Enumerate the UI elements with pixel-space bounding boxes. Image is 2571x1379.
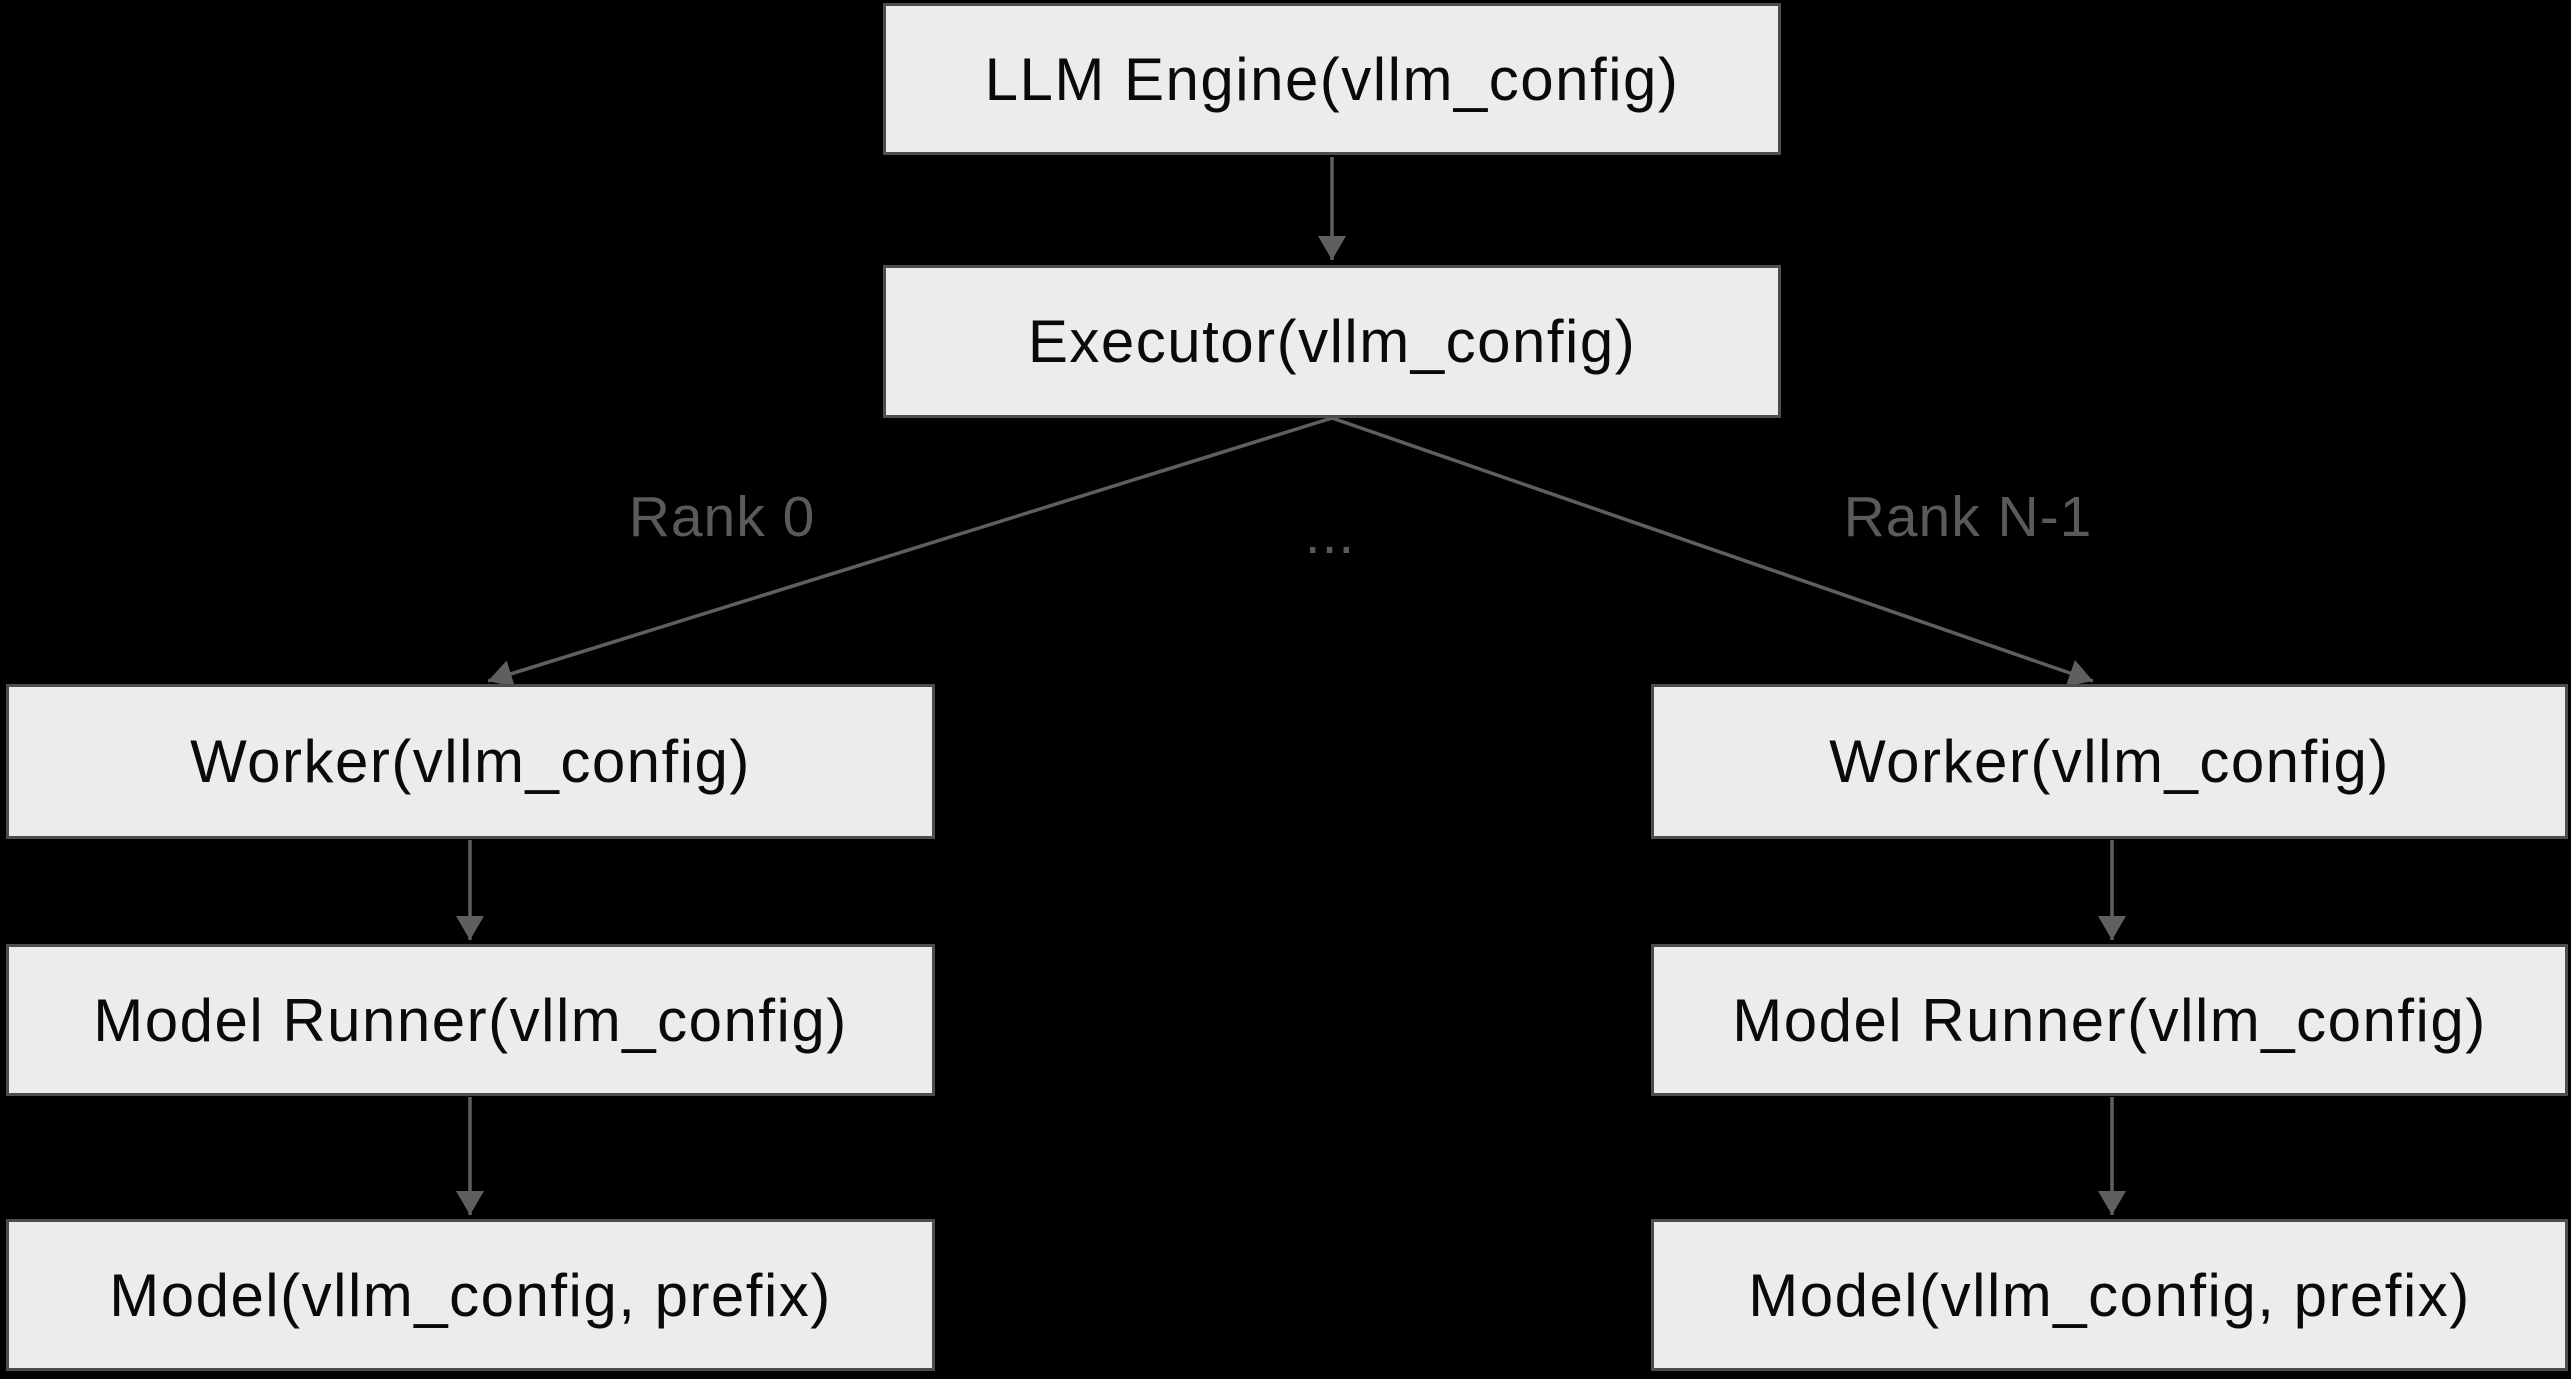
node-model-rankn: Model(vllm_config, prefix) xyxy=(1651,1219,2568,1371)
node-llm-engine: LLM Engine(vllm_config) xyxy=(883,3,1781,155)
node-worker-rank0-label: Worker(vllm_config) xyxy=(190,728,751,795)
node-worker-rankn: Worker(vllm_config) xyxy=(1651,684,2568,839)
node-worker-rankn-label: Worker(vllm_config) xyxy=(1829,728,2390,795)
edge-label-ellipsis: ... xyxy=(1304,502,1356,566)
node-worker-rank0: Worker(vllm_config) xyxy=(6,684,935,839)
node-model-rank0: Model(vllm_config, prefix) xyxy=(6,1219,935,1371)
node-llm-engine-label: LLM Engine(vllm_config) xyxy=(984,45,1680,113)
node-model-runner-rankn: Model Runner(vllm_config) xyxy=(1651,944,2568,1096)
node-model-runner-rank0: Model Runner(vllm_config) xyxy=(6,944,935,1096)
node-model-rankn-label: Model(vllm_config, prefix) xyxy=(1748,1261,2471,1329)
node-model-rank0-label: Model(vllm_config, prefix) xyxy=(109,1261,832,1329)
edge-label-rank-0: Rank 0 xyxy=(628,485,816,549)
node-model-runner-rankn-label: Model Runner(vllm_config) xyxy=(1732,986,2487,1054)
edge-executor-to-worker-rankn xyxy=(1331,416,2094,687)
edge-label-rank-n-1: Rank N-1 xyxy=(1843,485,2093,549)
node-model-runner-rank0-label: Model Runner(vllm_config) xyxy=(93,986,848,1054)
node-executor-label: Executor(vllm_config) xyxy=(1027,308,1637,375)
node-executor: Executor(vllm_config) xyxy=(883,265,1781,418)
edge-executor-to-worker-rank0 xyxy=(487,416,1333,688)
